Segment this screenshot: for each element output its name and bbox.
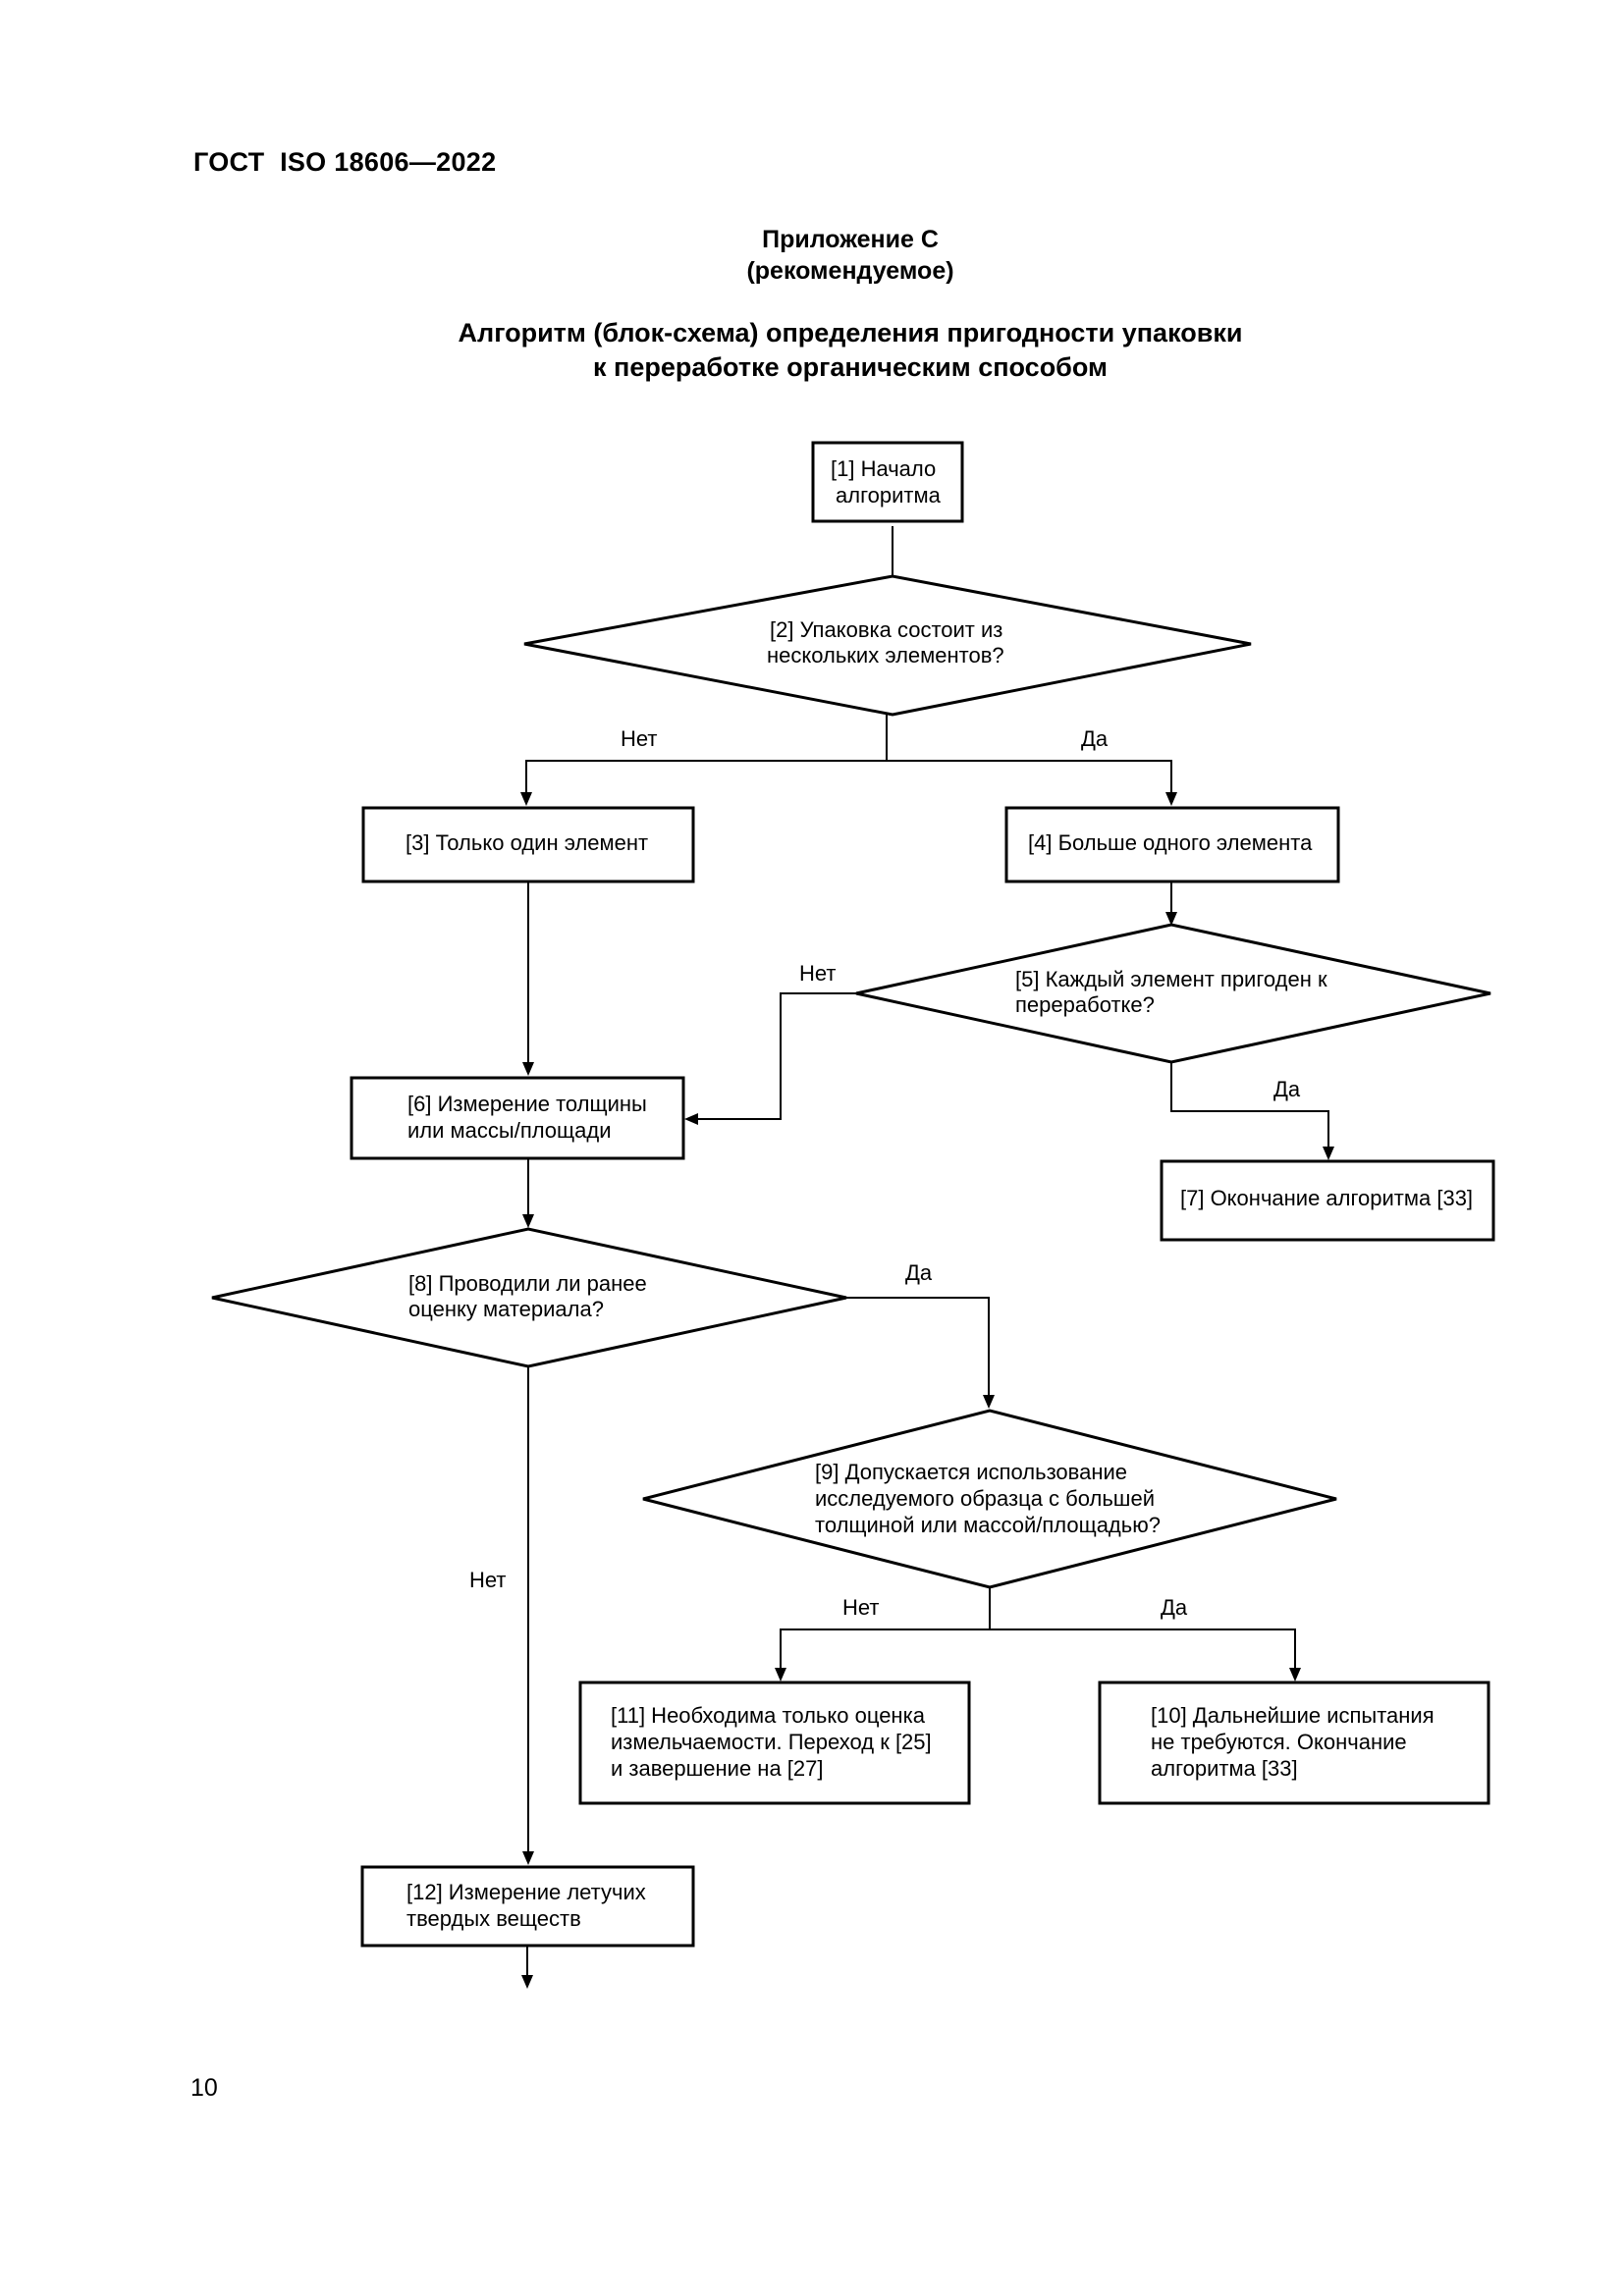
edge-labels: Нет Да Нет Да Да Нет Нет Да xyxy=(469,726,1301,1620)
arrowhead xyxy=(1323,1147,1334,1160)
node-2-decision: [2] Упаковка состоит из нескольких элеме… xyxy=(523,574,1252,717)
node-11-process: [11] Необходима только оценка измельчаем… xyxy=(578,1681,971,1805)
node-3-line1: [3] Только один элемент xyxy=(406,830,648,855)
edge-n2-n3 xyxy=(525,760,887,792)
arrowhead xyxy=(1165,792,1177,806)
edge-label-n5-yes: Да xyxy=(1273,1077,1301,1101)
node-10-box xyxy=(1098,1681,1490,1805)
arrowhead xyxy=(684,1113,698,1125)
node-2-line1: [2] Упаковка состоит из xyxy=(770,617,1002,642)
node-9-line2: исследуемого образца с большей xyxy=(815,1486,1155,1511)
node-11-line2: измельчаемости. Переход к [25] xyxy=(611,1730,932,1754)
node-6-box xyxy=(350,1076,685,1160)
node-5-diamond xyxy=(855,923,1491,1064)
edge-label-n8-no: Нет xyxy=(469,1568,506,1592)
node-10-end: [10] Дальнейшие испытания не требуются. … xyxy=(1098,1681,1490,1805)
arrowhead xyxy=(1289,1668,1301,1682)
node-5-decision: [5] Каждый элемент пригоден к переработк… xyxy=(855,923,1491,1064)
node-10-line2: не требуются. Окончание xyxy=(1151,1730,1407,1754)
arrowhead xyxy=(522,1851,534,1865)
node-2-diamond xyxy=(523,574,1252,717)
node-9-decision: [9] Допускается использование исследуемо… xyxy=(642,1409,1337,1589)
node-6-process: [6] Измерение толщины или массы/площади xyxy=(350,1076,685,1160)
page-number: 10 xyxy=(190,2074,218,2102)
node-6-line2: или массы/площади xyxy=(407,1118,612,1143)
edge-label-n8-yes: Да xyxy=(905,1260,933,1285)
arrowhead xyxy=(521,1975,533,1989)
node-9-line1: [9] Допускается использование xyxy=(815,1460,1127,1484)
document-code: ГОСТ ISO 18606—2022 xyxy=(193,147,497,177)
node-7-line1: [7] Окончание алгоритма [33] xyxy=(1180,1186,1473,1210)
node-3-box xyxy=(361,806,695,883)
edge-n5-n7 xyxy=(1170,1062,1329,1147)
document-title-line1: Алгоритм (блок-схема) определения пригод… xyxy=(458,318,1243,347)
node-11-line3: и завершение на [27] xyxy=(611,1756,824,1781)
edge-label-n5-no: Нет xyxy=(799,961,836,986)
node-5-line1: [5] Каждый элемент пригоден к xyxy=(1015,967,1327,991)
node-12-line2: твердых веществ xyxy=(406,1906,581,1931)
edge-label-n2-no: Нет xyxy=(621,726,657,751)
node-1-box xyxy=(811,441,964,523)
edge-n2-n4 xyxy=(887,760,1172,792)
edge-n9-n10 xyxy=(990,1629,1296,1668)
node-4-process: [4] Больше одного элемента xyxy=(1004,806,1340,883)
arrowhead xyxy=(983,1395,995,1409)
edge-label-n9-yes: Да xyxy=(1161,1595,1188,1620)
node-8-decision: [8] Проводили ли ранее оценку материала? xyxy=(211,1227,847,1368)
node-7-box xyxy=(1160,1159,1495,1242)
node-9-diamond xyxy=(642,1409,1337,1589)
node-9-line3: толщиной или массой/площадью? xyxy=(815,1513,1161,1537)
node-3-process: [3] Только один элемент xyxy=(361,806,695,883)
node-6-line1: [6] Измерение толщины xyxy=(407,1092,647,1116)
arrowhead xyxy=(1165,912,1177,926)
edge-label-n2-yes: Да xyxy=(1081,726,1109,751)
node-1-line1: [1] Начало xyxy=(831,456,936,481)
node-10-line3: алгоритма [33] xyxy=(1151,1756,1298,1781)
edge-label-n9-no: Нет xyxy=(842,1595,879,1620)
appendix-title: Приложение С xyxy=(762,226,939,253)
node-8-diamond xyxy=(211,1227,847,1368)
edge-n9-n11 xyxy=(780,1629,990,1668)
node-12-line1: [12] Измерение летучих xyxy=(406,1880,646,1904)
node-8-line2: оценку материала? xyxy=(408,1297,604,1321)
node-4-line1: [4] Больше одного элемента xyxy=(1028,830,1313,855)
node-12-box xyxy=(360,1865,695,1948)
node-7-end: [7] Окончание алгоритма [33] xyxy=(1160,1159,1495,1242)
node-8-line1: [8] Проводили ли ранее xyxy=(408,1271,647,1296)
node-1-start: [1] Начало алгоритма xyxy=(811,441,964,523)
node-1-line2: алгоритма xyxy=(836,483,942,507)
arrowhead xyxy=(522,1062,534,1076)
arrowhead xyxy=(522,1214,534,1228)
node-5-line2: переработке? xyxy=(1015,992,1155,1017)
document-title: Алгоритм (блок-схема) определения пригод… xyxy=(0,316,1624,385)
node-11-box xyxy=(578,1681,971,1805)
node-10-line1: [10] Дальнейшие испытания xyxy=(1151,1703,1435,1728)
node-4-box xyxy=(1004,806,1340,883)
edge-n8-n9 xyxy=(846,1297,990,1395)
node-11-line1: [11] Необходима только оценка xyxy=(611,1703,926,1728)
node-12-process: [12] Измерение летучих твердых веществ xyxy=(360,1865,695,1948)
node-2-line2: нескольких элементов? xyxy=(767,643,1004,667)
arrowhead xyxy=(775,1668,786,1682)
edge-n5-n6 xyxy=(698,992,856,1120)
arrowhead xyxy=(520,792,532,806)
document-title-line2: к переработке органическим способом xyxy=(593,352,1108,382)
appendix-status: (рекомендуемое) xyxy=(746,257,954,285)
